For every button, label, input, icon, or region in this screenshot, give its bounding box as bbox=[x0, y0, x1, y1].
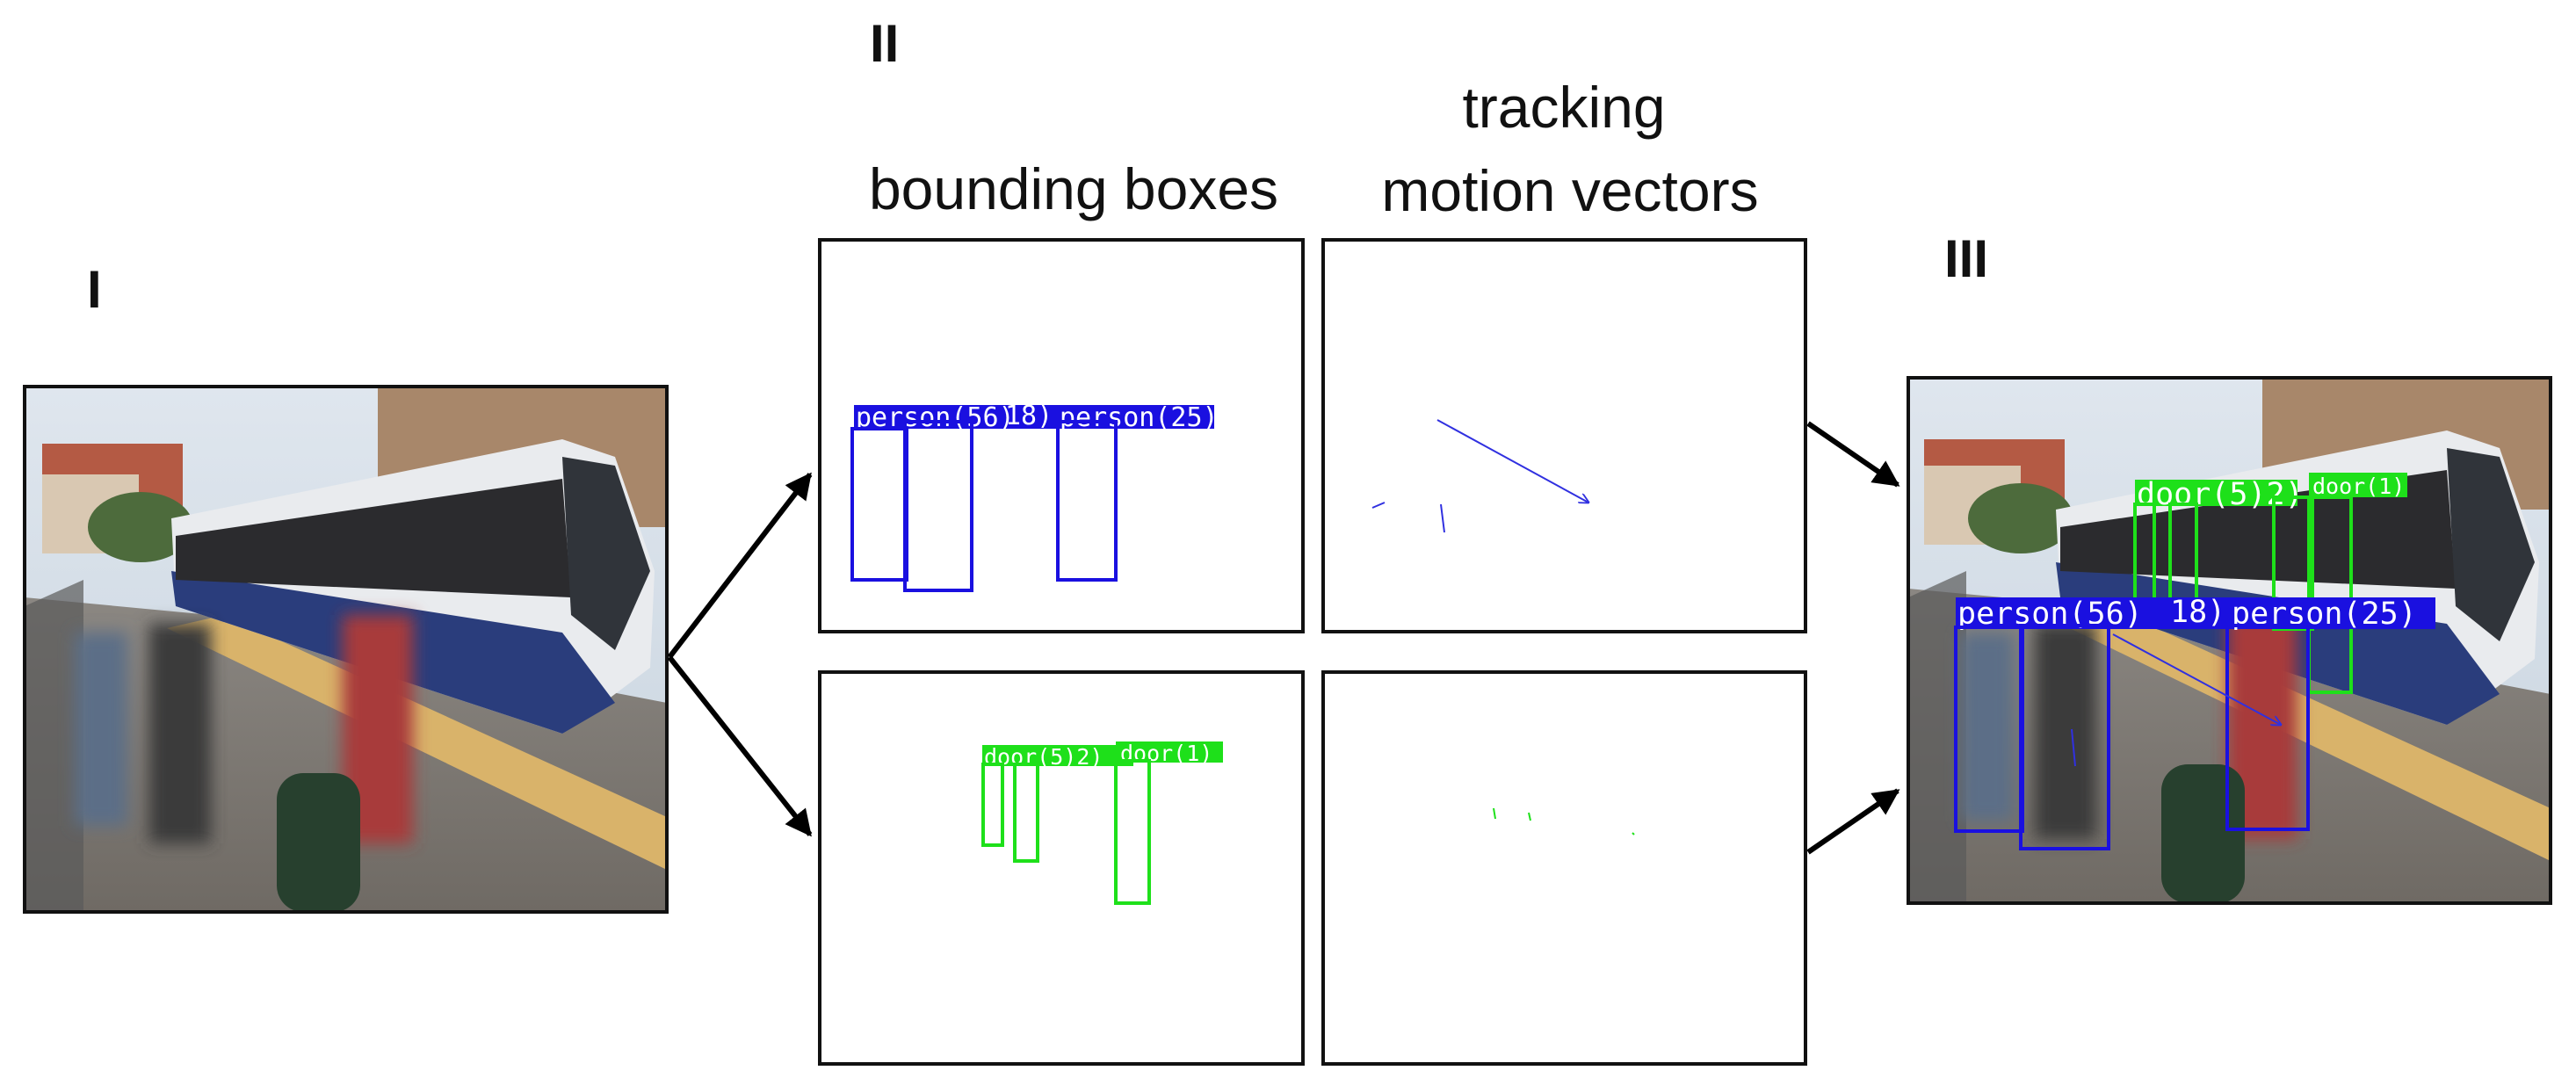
input-photo-frame bbox=[23, 385, 669, 914]
output-person-box-25 bbox=[2225, 624, 2310, 831]
output-photo bbox=[1908, 378, 2551, 903]
arrow-doors-to-output bbox=[1806, 788, 1900, 855]
motion-vector-a bbox=[1436, 419, 1588, 503]
person-boxes: person(56) 18) person(25) bbox=[850, 401, 1219, 592]
output-person-box-18 bbox=[2019, 624, 2110, 850]
door-motion-vectors bbox=[1493, 807, 1635, 835]
panel-person-boxes bbox=[818, 238, 1305, 633]
output-door-label-a: door(5)2) bbox=[2137, 477, 2304, 512]
arrow-persons-to-output bbox=[1806, 421, 1900, 488]
door-box-5 bbox=[981, 763, 1004, 847]
person-label-b: 18) bbox=[1005, 401, 1053, 431]
output-door-band-a bbox=[2135, 480, 2297, 506]
person-label-c: person(25) bbox=[1060, 402, 1219, 433]
person-label-band bbox=[854, 405, 1214, 429]
header-motion-vectors: motion vectors bbox=[1381, 158, 1758, 223]
header-tracking: tracking bbox=[1462, 75, 1665, 140]
panel-door-motion bbox=[1321, 670, 1807, 1066]
panel-person-motion bbox=[1321, 238, 1807, 633]
output-person-overlays: person(56) 18) person(25) bbox=[1954, 595, 2435, 850]
output-motion-vector-a bbox=[2112, 633, 2281, 725]
arrow-input-to-doors bbox=[667, 655, 813, 837]
door-label-band-a bbox=[982, 745, 1133, 766]
arrow-input-to-persons bbox=[667, 472, 813, 659]
person-motion-vectors bbox=[1371, 419, 1588, 533]
header-bounding-boxes: bounding boxes bbox=[869, 156, 1278, 221]
output-door-overlays: door(5)2) door(1) bbox=[2133, 473, 2407, 694]
door-box-1 bbox=[1114, 759, 1151, 905]
output-motion-vector-b bbox=[2071, 728, 2076, 767]
output-door-label-b: door(1) bbox=[2312, 474, 2405, 499]
stage-label-three: III bbox=[1944, 229, 1988, 288]
output-door-band-b bbox=[2309, 473, 2407, 497]
flow-arrows bbox=[667, 421, 1900, 855]
door-motion-c bbox=[1632, 832, 1635, 835]
door-motion-a bbox=[1493, 807, 1496, 820]
door-box-2 bbox=[1013, 763, 1039, 863]
output-person-label-b: 18) bbox=[2170, 595, 2225, 630]
motion-vector-b bbox=[1440, 503, 1445, 533]
door-motion-b bbox=[1528, 812, 1531, 821]
stage-label-one: I bbox=[87, 260, 102, 319]
person-box-18 bbox=[903, 420, 973, 592]
motion-vector-c bbox=[1371, 502, 1386, 509]
person-box-25 bbox=[1056, 420, 1118, 582]
output-photo-frame bbox=[1907, 376, 2552, 905]
input-photo bbox=[25, 387, 667, 912]
output-door-box-1 bbox=[2307, 495, 2353, 694]
door-boxes: door(5)2) door(1) bbox=[981, 741, 1223, 905]
panel-door-boxes bbox=[818, 670, 1305, 1066]
stage-label-two: II bbox=[870, 14, 899, 73]
